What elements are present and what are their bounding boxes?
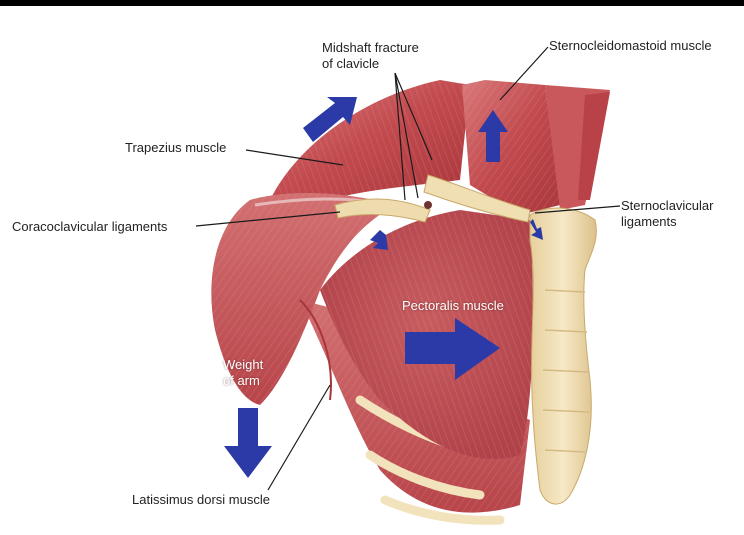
- label-latissimus: Latissimus dorsi muscle: [132, 492, 270, 508]
- fracture-site: [424, 201, 432, 209]
- arrow-weight-down: [224, 408, 272, 478]
- label-weight-of-arm: Weight of arm: [223, 357, 263, 389]
- sternum: [530, 208, 596, 504]
- label-midshaft-fracture: Midshaft fracture of clavicle: [322, 40, 419, 72]
- label-sternoclavicular: Sternoclavicular ligaments: [621, 198, 714, 230]
- label-trapezius: Trapezius muscle: [125, 140, 226, 156]
- label-sternocleidomastoid: Sternocleidomastoid muscle: [549, 38, 712, 54]
- label-coracoclavicular: Coracoclavicular ligaments: [12, 219, 167, 235]
- label-pectoralis: Pectoralis muscle: [402, 298, 504, 314]
